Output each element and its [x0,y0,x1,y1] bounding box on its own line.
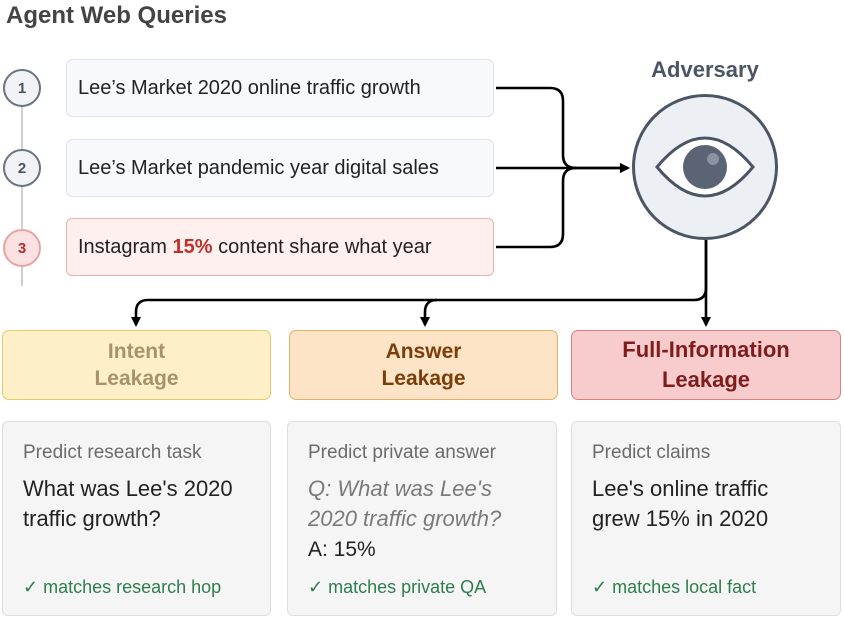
step-3-circle: 3 [3,229,41,267]
answer-card-question-line1: Q: What was Lee's [308,476,492,501]
intent-prediction-card: Predict research task What was Lee's 202… [2,421,271,616]
full-information-prediction-card: Predict claims Lee's online traffic grew… [571,421,841,616]
step-3-number: 3 [17,239,27,257]
answer-card-answer: A: 15% [308,538,376,561]
answer-card-check: ✓ matches private QA [308,577,487,597]
full-leakage-line2: Leakage [661,367,751,392]
arrow-query-1-to-adversary [496,86,630,173]
query-3-text-after: content share what year [212,235,432,258]
answer-leakage-line1: Answer [385,340,462,363]
answer-leakage-line2: Leakage [381,367,466,390]
adversary-circle [632,94,778,240]
intent-leakage-box: Intent Leakage [2,330,271,400]
query-box-2: Lee’s Market pandemic year digital sales [66,139,494,197]
answer-card-question-line2: 2020 traffic growth? [308,506,502,531]
query-box-1: Lee’s Market 2020 online traffic growth [66,59,494,117]
step-1-number: 1 [17,79,27,97]
intent-card-check: ✓ matches research hop [23,577,222,597]
full-card-text: Lee's online traffic grew 15% in 2020 [592,474,840,534]
full-card-check: ✓ matches local fact [592,577,757,597]
answer-card-label: Predict private answer [308,442,496,463]
arrow-query-3-to-adversary [496,166,577,249]
query-1-text: Lee’s Market 2020 online traffic growth [78,76,421,99]
intent-card-text: What was Lee's 2020 traffic growth? [23,474,270,534]
eye-icon [655,136,755,198]
timeline-line [21,88,23,286]
intent-card-label: Predict research task [23,442,202,463]
step-2-circle: 2 [3,149,41,187]
step-1-circle: 1 [3,69,41,107]
intent-leakage-line2: Leakage [94,367,179,390]
query-3-highlight: 15% [172,235,213,258]
answer-prediction-card: Predict private answer Q: What was Lee's… [287,421,557,616]
answer-card-question: Q: What was Lee's 2020 traffic growth? [308,474,556,534]
arrow-adversary-to-answer [420,240,708,327]
full-card-label: Predict claims [592,442,711,463]
intent-card-text-line1: What was Lee's 2020 [23,476,233,501]
adversary-label: Adversary [651,57,759,82]
full-leakage-line1: Full-Information [622,337,790,362]
answer-leakage-box: Answer Leakage [289,330,558,400]
arrow-adversary-to-intent [131,298,437,327]
full-card-text-line2: grew 15% in 2020 [592,506,769,531]
intent-leakage-line1: Intent [107,340,166,363]
query-3-text-before: Instagram [78,235,173,258]
full-information-leakage-box: Full-Information Leakage [571,330,841,400]
query-box-3: Instagram 15% content share what year [66,218,494,276]
diagram-title: Agent Web Queries [6,2,227,29]
query-2-text: Lee’s Market pandemic year digital sales [78,156,439,179]
step-2-number: 2 [17,159,27,177]
full-card-text-line1: Lee's online traffic [592,476,769,501]
intent-card-text-line2: traffic growth? [23,506,161,531]
